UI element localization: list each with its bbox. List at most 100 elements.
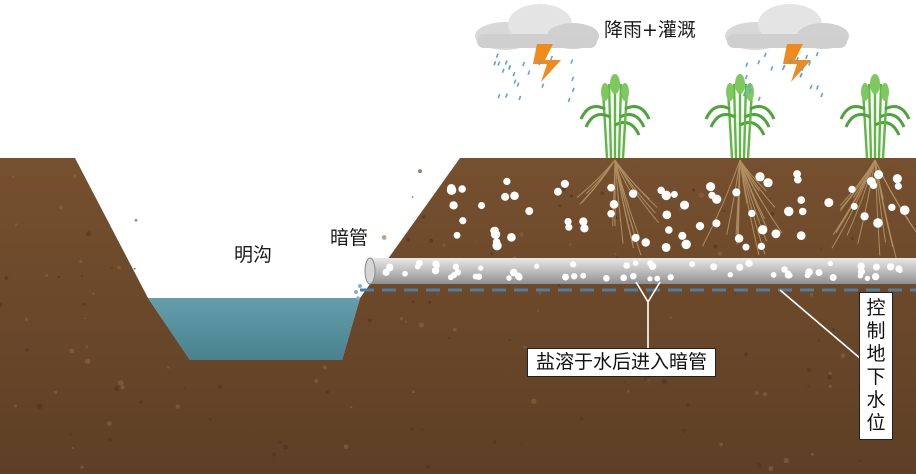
- salt-particle: [631, 233, 640, 242]
- open-ditch-label: 明沟: [234, 244, 273, 266]
- pipe-outflow: [354, 284, 362, 300]
- pipe-salt-particle: [805, 268, 813, 276]
- salt-particle: [510, 191, 519, 201]
- pipe-salt-particle: [414, 263, 421, 270]
- control-water-level-label: 控制地下水位: [859, 292, 893, 440]
- salt-particle: [732, 188, 741, 197]
- salt-particle: [866, 176, 876, 186]
- pipe-salt-particle: [897, 267, 903, 274]
- pipe-salt-particle: [667, 274, 674, 281]
- salt-particle: [850, 202, 858, 210]
- salt-particle: [680, 200, 690, 210]
- rain-irrigation-label: 降雨+灌溉: [604, 19, 696, 41]
- pipe-salt-particle: [402, 270, 408, 277]
- salt-particle: [525, 207, 534, 216]
- pipe-salt-particle: [447, 274, 454, 281]
- pipe-salt-particle: [506, 275, 512, 281]
- pipe-salt-particle: [632, 260, 639, 266]
- salt-particle: [695, 221, 705, 231]
- drain-pipe-label: 暗管: [330, 227, 369, 249]
- salt-particle: [824, 198, 834, 208]
- crop-plant: [839, 74, 911, 159]
- pipe-salt-particle: [570, 261, 577, 268]
- salt-particle: [670, 190, 678, 198]
- pipe-salt-particle: [770, 272, 777, 278]
- salt-particle: [899, 205, 910, 216]
- drain-pipe: [364, 257, 916, 285]
- salt-particle: [748, 209, 756, 218]
- pipe-salt-particle: [857, 262, 865, 270]
- pipe-salt-particle: [654, 275, 661, 282]
- salt-particle: [553, 187, 562, 196]
- pipe-salt-particle: [648, 262, 657, 270]
- rain-cloud: [725, 4, 849, 102]
- pipe-salt-particle: [382, 268, 390, 276]
- pipe-salt-particle: [454, 269, 461, 276]
- salt-particle: [796, 231, 806, 241]
- salt-particle: [661, 190, 672, 201]
- salt-particle: [742, 243, 750, 251]
- pipe-salt-particle: [727, 271, 734, 278]
- plant-roots: [576, 159, 916, 259]
- salt-particle: [888, 203, 896, 212]
- rain-clouds: [475, 4, 849, 103]
- salt-particle: [757, 242, 766, 251]
- salt-particle: [678, 231, 687, 240]
- salt-particle: [478, 201, 486, 210]
- crops: [579, 74, 911, 159]
- salt-particle: [492, 241, 502, 251]
- lightning-icon: [533, 44, 561, 82]
- salt-particle: [708, 191, 716, 199]
- soil: [0, 158, 916, 474]
- pipe-salt-particle: [787, 272, 793, 279]
- pipe-salt-particle: [629, 272, 637, 280]
- pipe-salt-particle: [829, 274, 837, 282]
- salt-particle: [799, 207, 807, 216]
- pipe-salt-particle: [886, 263, 895, 271]
- pipe-salt-particle: [857, 273, 864, 279]
- pipe-salt-particle: [580, 272, 587, 279]
- pipe-salt-particle: [736, 263, 744, 271]
- salt-particle: [755, 172, 765, 182]
- salt-particle: [564, 217, 572, 226]
- pipe-salt-particle: [827, 260, 833, 267]
- salt-particle: [793, 175, 802, 184]
- salt-particle: [763, 178, 773, 188]
- salt-particle: [681, 239, 691, 250]
- pipe-salt-particle: [434, 262, 440, 269]
- pipe-salt-particle: [452, 263, 460, 271]
- crop-plant: [704, 74, 776, 159]
- salt-particle: [501, 192, 510, 201]
- pipe-salt-particle: [515, 273, 523, 281]
- pipe-salt-particle: [871, 272, 880, 281]
- pipe-salt-particle: [570, 273, 578, 280]
- soil-texture: [0, 169, 894, 471]
- pipe-salt-particle: [478, 265, 484, 271]
- pipe-salt-particle: [710, 263, 718, 271]
- salt-particle: [793, 170, 801, 178]
- pipe-salt-particle: [431, 267, 440, 275]
- pipe-salt-particle: [475, 273, 483, 280]
- salt-particle: [758, 225, 768, 235]
- salt-particle: [892, 174, 902, 184]
- pipe-salt-particle: [745, 259, 753, 268]
- salt-particle: [848, 185, 856, 193]
- pipe-salt-particle: [534, 263, 540, 269]
- ditch-water: [148, 298, 360, 360]
- water-level-leader-line: [779, 289, 869, 366]
- salt-particle: [712, 219, 721, 228]
- salt-particle: [449, 201, 458, 210]
- salt-particle: [490, 229, 501, 240]
- pipe-salt-particle: [562, 273, 570, 281]
- pipe-salt-particle: [815, 269, 823, 276]
- salt-particle: [503, 177, 511, 186]
- salt-particle: [607, 210, 615, 218]
- salt-particle: [894, 182, 902, 190]
- salt-particle: [874, 170, 884, 180]
- salt-particle: [657, 186, 665, 195]
- salt-particle: [860, 212, 869, 221]
- pipe-salt-particle: [864, 275, 871, 282]
- salt-particle: [628, 189, 638, 198]
- salt-particle: [609, 199, 619, 209]
- pipe-salt-particle: [603, 274, 610, 282]
